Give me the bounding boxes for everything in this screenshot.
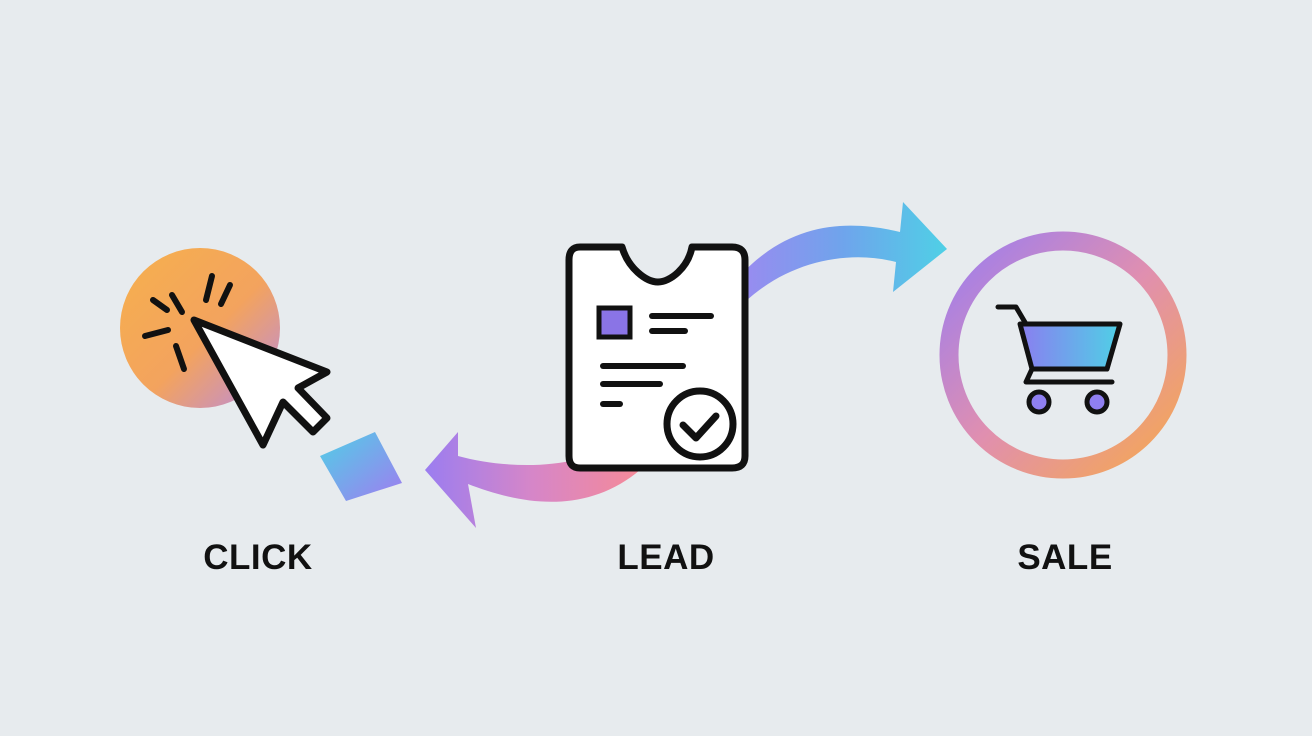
sale-stage — [939, 231, 1187, 479]
click-burst-lines — [142, 273, 233, 372]
cart-wheel-right — [1084, 389, 1110, 415]
cart-wheel-left — [1026, 389, 1052, 415]
sale-ring — [939, 231, 1187, 479]
stage-label-lead: LEAD — [617, 538, 715, 577]
lead-form-image-box — [596, 305, 633, 340]
check-circle-icon — [663, 387, 737, 461]
click-stage — [120, 248, 402, 501]
lead-form-lines — [600, 313, 714, 407]
checkmark-icon — [679, 412, 720, 442]
arrow-lead-to-sale — [738, 202, 947, 302]
cursor-click-icon — [190, 316, 331, 449]
stage-label-sale: SALE — [1017, 538, 1113, 577]
cart-handle — [995, 304, 1115, 385]
click-diamond-shape — [320, 432, 402, 501]
stage-label-click: CLICK — [203, 538, 313, 577]
lead-stage — [565, 243, 749, 472]
shopping-cart-icon — [1017, 321, 1123, 372]
arrow-lead-to-click — [425, 432, 640, 528]
